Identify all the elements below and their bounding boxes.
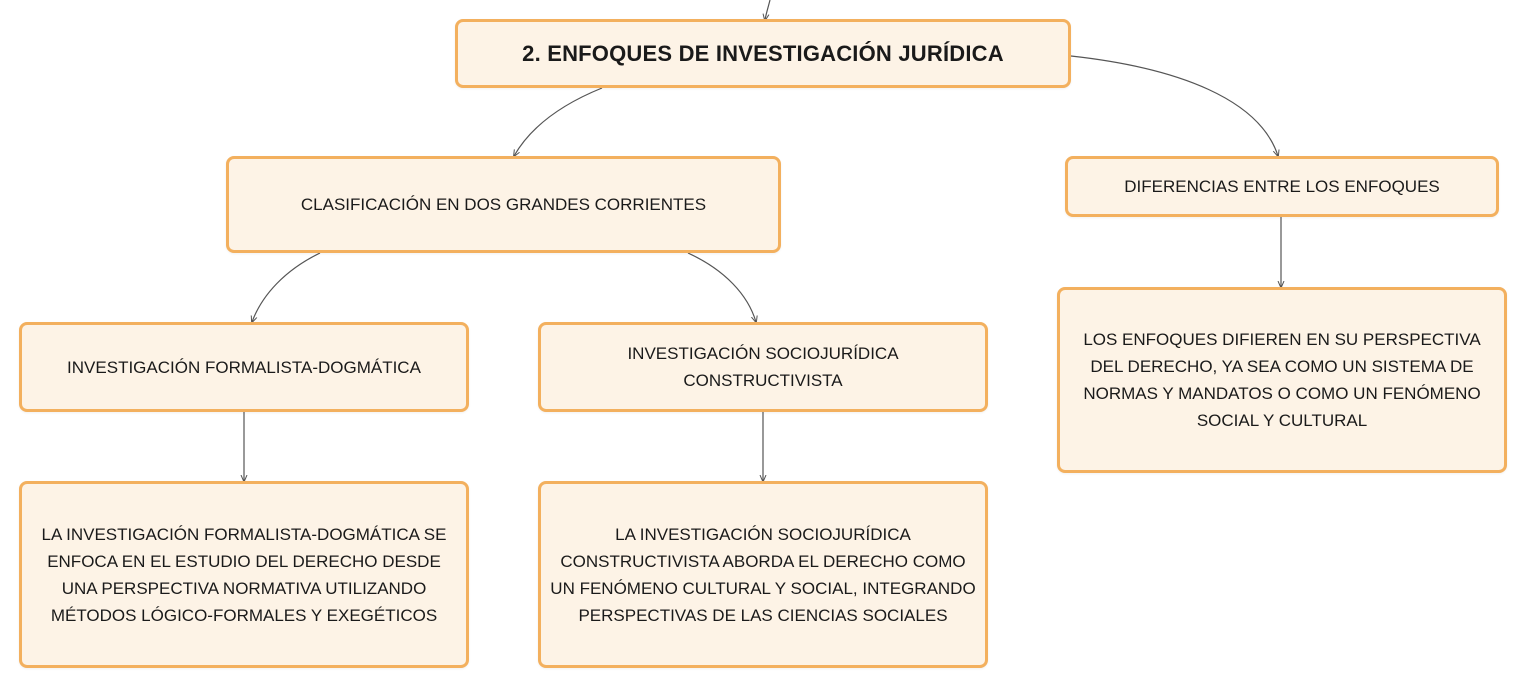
- connector-incoming-root: [765, 0, 771, 20]
- node-formalista-desc[interactable]: LA INVESTIGACIÓN FORMALISTA-DOGMÁTICA SE…: [19, 481, 469, 668]
- node-formalista-desc-label: LA INVESTIGACIÓN FORMALISTA-DOGMÁTICA SE…: [41, 524, 447, 625]
- connector-root-clasificacion: [514, 87, 603, 156]
- node-clasificacion-label: CLASIFICACIÓN EN DOS GRANDES CORRIENTES: [300, 195, 707, 214]
- node-root-enfoques[interactable]: 2. ENFOQUES DE INVESTIGACIÓN JURÍDICA: [455, 19, 1071, 88]
- connector-clasificacion-formalista: [252, 252, 321, 322]
- node-clasificacion[interactable]: CLASIFICACIÓN EN DOS GRANDES CORRIENTES: [226, 156, 781, 253]
- connector-clasificacion-sociojuridica: [687, 252, 756, 322]
- node-formalista-label: INVESTIGACIÓN FORMALISTA-DOGMÁTICA: [67, 357, 421, 377]
- node-diferencias[interactable]: DIFERENCIAS ENTRE LOS ENFOQUES: [1065, 156, 1499, 217]
- connector-root-diferencias: [1070, 55, 1278, 156]
- node-diferencias-desc-label: LOS ENFOQUES DIFIEREN EN SU PERSPECTIVA …: [1083, 330, 1481, 430]
- node-sociojuridica[interactable]: INVESTIGACIÓN SOCIOJURÍDICA CONSTRUCTIVI…: [538, 322, 988, 412]
- node-formalista[interactable]: INVESTIGACIÓN FORMALISTA-DOGMÁTICA: [19, 322, 469, 412]
- node-diferencias-label: DIFERENCIAS ENTRE LOS ENFOQUES: [1124, 177, 1440, 196]
- node-sociojuridica-desc[interactable]: LA INVESTIGACIÓN SOCIOJURÍDICA CONSTRUCT…: [538, 481, 988, 668]
- node-root-label: 2. ENFOQUES DE INVESTIGACIÓN JURÍDICA: [522, 41, 1004, 66]
- node-sociojuridica-label: INVESTIGACIÓN SOCIOJURÍDICA CONSTRUCTIVI…: [627, 344, 899, 390]
- node-sociojuridica-desc-label: LA INVESTIGACIÓN SOCIOJURÍDICA CONSTRUCT…: [550, 524, 976, 625]
- node-diferencias-desc[interactable]: LOS ENFOQUES DIFIEREN EN SU PERSPECTIVA …: [1057, 287, 1507, 473]
